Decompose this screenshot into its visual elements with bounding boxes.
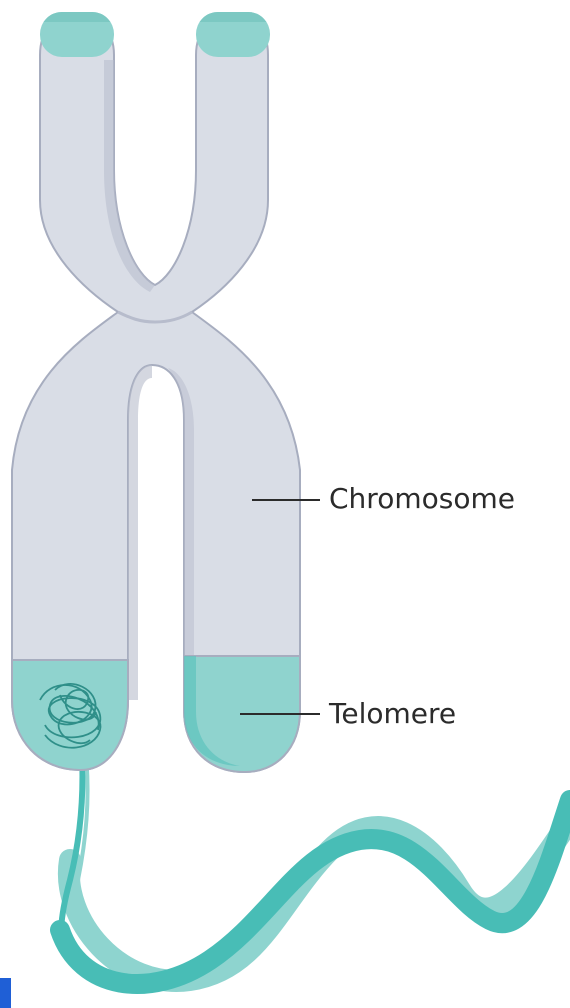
chromosome-leader-line bbox=[252, 499, 320, 501]
telomere-leader-line bbox=[240, 713, 320, 715]
corner-marker bbox=[0, 978, 11, 1008]
chromosome-label: Chromosome bbox=[329, 485, 515, 513]
chromosome bbox=[12, 12, 300, 772]
dna-strand-front bbox=[60, 800, 570, 984]
chromosome-shade-right bbox=[168, 368, 194, 700]
dna-strand-back bbox=[69, 820, 570, 981]
telomere-top-left bbox=[40, 12, 114, 57]
chromosome-shade-arch bbox=[128, 365, 152, 700]
telomere-bottom-left bbox=[12, 660, 128, 770]
dna-double-helix bbox=[60, 755, 570, 984]
telomere-top-right bbox=[196, 12, 270, 57]
telomere-label: Telomere bbox=[329, 700, 456, 728]
